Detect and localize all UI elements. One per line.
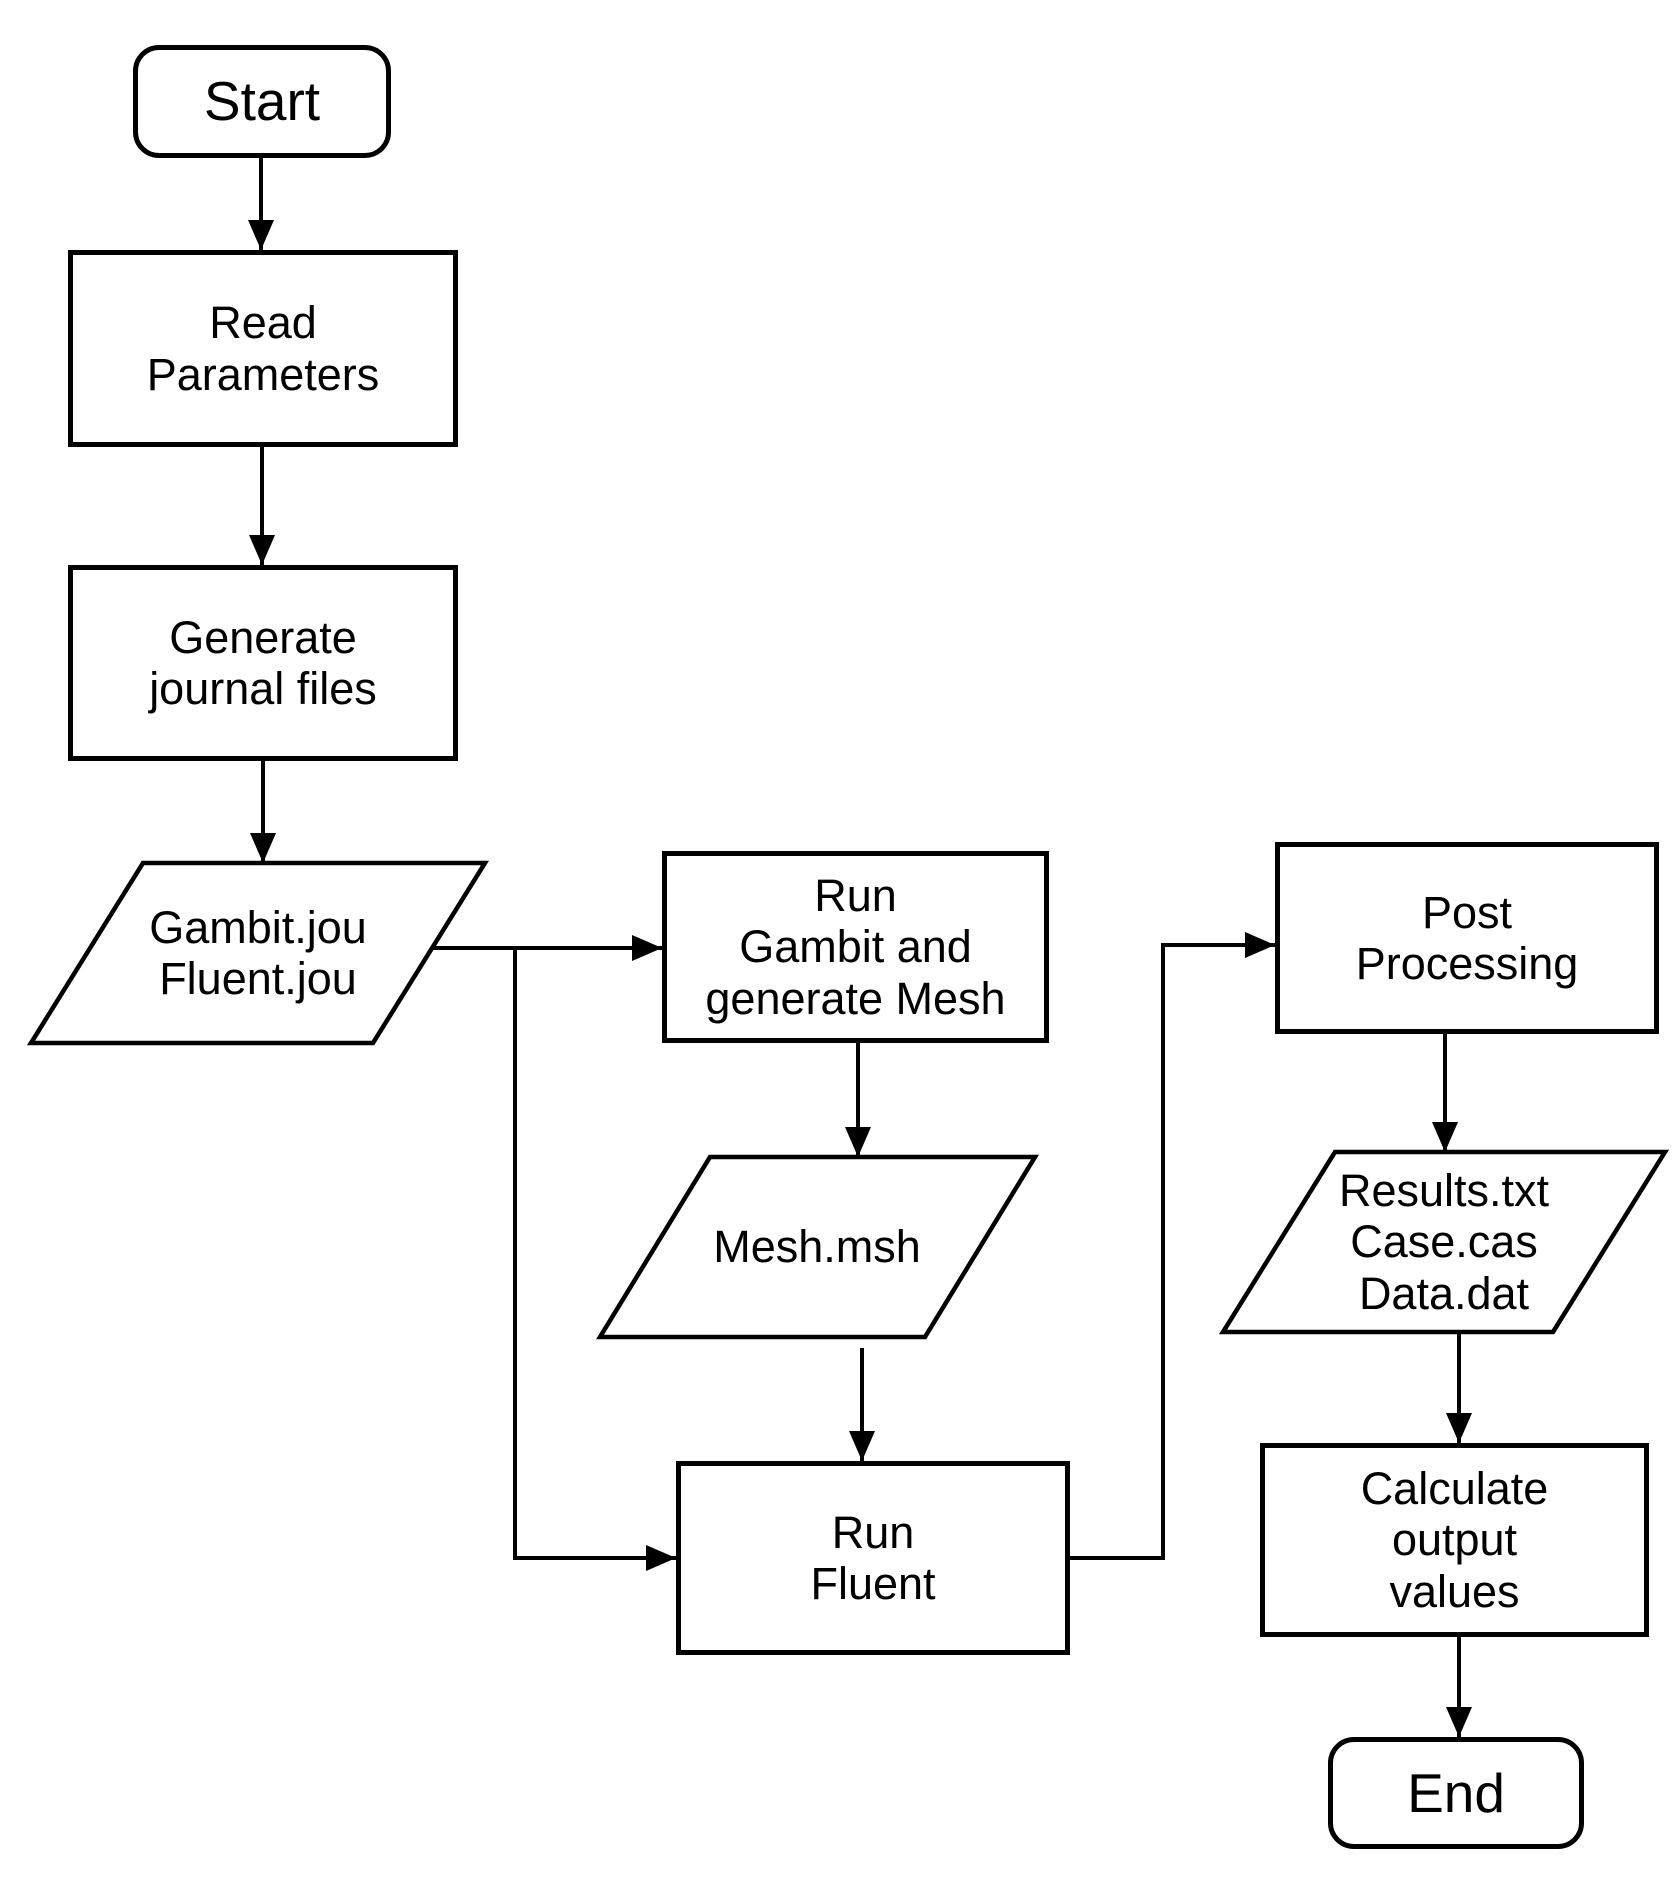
node-post-processing-line-1: Post [1421,886,1513,938]
node-calculate-output-values-line-1: Calculate [1360,1463,1549,1515]
node-run-fluent-line-1: Run [831,1506,915,1558]
node-journal-files-line-2: Fluent.jou [159,953,357,1004]
node-results-files-line-3: Data.dat [1358,1267,1530,1319]
node-results-files-line-1: Results.txt [1338,1165,1550,1217]
node-run-gambit-line-3: generate Mesh [705,972,1006,1024]
node-read-parameters-line-1: Read [209,297,317,349]
node-post-processing: Post Processing [1275,842,1659,1034]
node-post-processing-line-2: Processing [1355,938,1579,989]
node-journal-files: Gambit.jou Fluent.jou [58,873,458,1033]
node-end: End [1328,1737,1584,1849]
edge-run-fluent-to-post-processing [1069,932,1275,1560]
node-results-files: Results.txt Case.cas Data.dat [1244,1157,1644,1327]
edge-journal-files-to-run-fluent [513,948,676,1571]
node-run-fluent: Run Fluent [676,1461,1070,1655]
node-read-parameters-line-2: Parameters [146,348,380,400]
node-mesh-file-line-1: Mesh.msh [713,1221,921,1273]
node-run-gambit-line-1: Run [814,870,897,922]
node-start-label: Start [203,70,321,133]
node-run-gambit: Run Gambit and generate Mesh [662,851,1049,1043]
io-shape-journal-files [26,860,490,1046]
node-run-gambit-line-2: Gambit and [739,921,972,973]
node-generate-journal-files: Generate journal files [68,565,458,761]
node-journal-files-line-1: Gambit.jou [149,901,367,953]
node-generate-journal-files-line-2: journal files [149,663,377,714]
node-start: Start [133,45,391,158]
node-generate-journal-files-line-1: Generate [169,611,357,663]
node-run-fluent-line-2: Fluent [810,1558,936,1609]
node-calculate-output-values: Calculate output values [1260,1443,1649,1637]
node-read-parameters: Read Parameters [68,250,458,447]
io-shape-results-files [1218,1149,1670,1335]
node-mesh-file: Mesh.msh [617,1162,1017,1332]
node-results-files-line-2: Case.cas [1350,1216,1538,1268]
node-end-label: End [1407,1761,1505,1824]
node-calculate-output-values-line-2: output [1391,1514,1518,1566]
node-calculate-output-values-line-3: values [1389,1565,1520,1617]
io-shape-mesh-file [595,1154,1040,1340]
